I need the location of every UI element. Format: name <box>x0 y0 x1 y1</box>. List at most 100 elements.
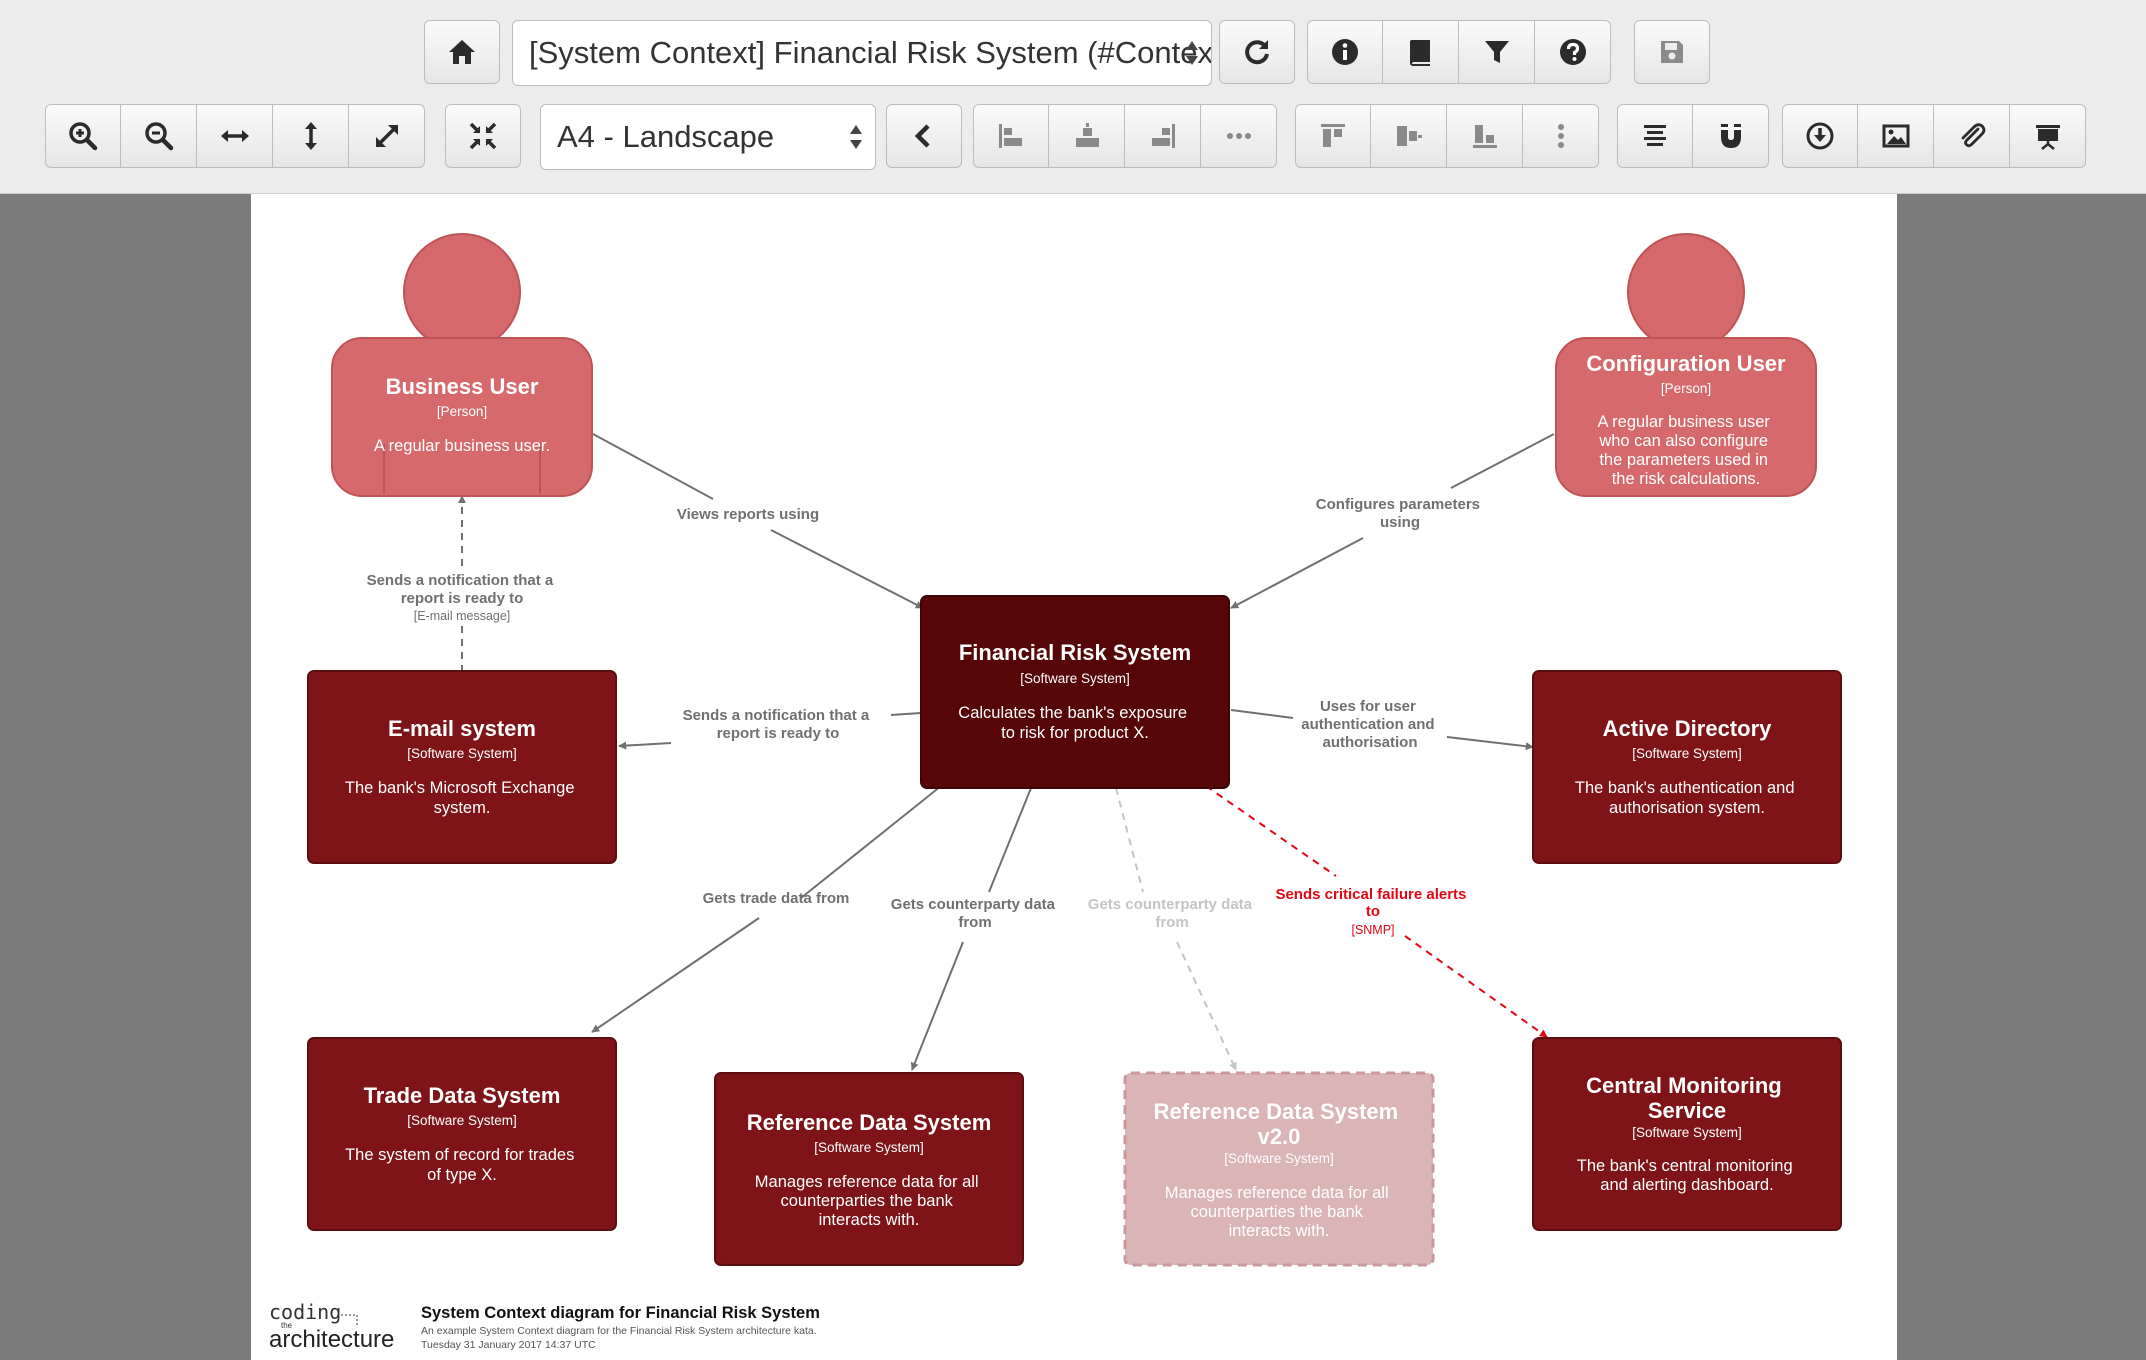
attachment-button[interactable] <box>1934 104 2010 168</box>
svg-text:coding: coding <box>269 1300 341 1324</box>
element-type: [Software System] <box>1632 746 1742 761</box>
align-middle-button[interactable] <box>1371 104 1447 168</box>
book-button[interactable] <box>1383 20 1459 84</box>
system-context-diagram: Views reports using Configures parameter… <box>269 233 1842 1353</box>
relationship-label: Sends a notification that a report is re… <box>683 707 874 742</box>
fit-width-icon <box>220 130 249 142</box>
relationship-counterparty-v2[interactable]: Gets counterparty data from <box>1088 787 1256 1070</box>
element-description: Calculates the bank's exposure to risk f… <box>958 704 1191 742</box>
element-name: Central Monitoring Service <box>1586 1073 1788 1123</box>
help-icon <box>1559 39 1586 65</box>
element-description: The bank's authentication and authorisat… <box>1575 779 1799 817</box>
relationship-label: Gets counterparty data from <box>1088 896 1256 931</box>
zoom-out-icon <box>144 122 173 151</box>
fit-icon <box>469 122 497 150</box>
relationship-label: Configures parameters using <box>1316 496 1484 531</box>
info-button[interactable] <box>1307 20 1383 84</box>
relationship-uses-ad[interactable]: Uses for user authentication and authori… <box>1230 698 1533 751</box>
save-button[interactable] <box>1634 20 1710 84</box>
element-name: Configuration User <box>1586 351 1786 376</box>
book-icon <box>1409 40 1430 66</box>
relationship-notification-to-email[interactable]: Sends a notification that a report is re… <box>619 707 922 746</box>
element-central-monitoring-service[interactable]: Central Monitoring Service [Software Sys… <box>1532 1037 1842 1231</box>
element-active-directory[interactable]: Active Directory [Software System] The b… <box>1532 670 1842 864</box>
home-button[interactable] <box>424 20 500 84</box>
presentation-icon <box>2035 125 2060 150</box>
fit-button[interactable] <box>445 104 521 168</box>
svg-text:the: the <box>281 1321 293 1330</box>
align-right-button[interactable] <box>1125 104 1201 168</box>
relationship-views-reports[interactable]: Views reports using <box>592 433 923 608</box>
diagram-description: An example System Context diagram for th… <box>421 1325 817 1337</box>
element-trade-data-system[interactable]: Trade Data System [Software System] The … <box>307 1037 617 1231</box>
align-bottom-button[interactable] <box>1447 104 1523 168</box>
element-type: [Software System] <box>407 746 517 761</box>
relationship-configures[interactable]: Configures parameters using <box>1231 433 1555 608</box>
image-button[interactable] <box>1858 104 1934 168</box>
diagram-sheet: Views reports using Configures parameter… <box>251 194 1897 1360</box>
view-selector-value: [System Context] Financial Risk System (… <box>529 35 1212 70</box>
element-description: A regular business user who can also con… <box>1597 413 1774 488</box>
select-arrows-icon <box>850 125 862 149</box>
element-name: Active Directory <box>1603 716 1773 741</box>
element-name: Business User <box>386 374 539 399</box>
presentation-button[interactable] <box>2010 104 2086 168</box>
element-email-system[interactable]: E-mail system [Software System] The bank… <box>307 670 617 864</box>
relationship-notification-to-user[interactable]: Sends a notification that a report is re… <box>367 496 558 672</box>
element-name: Trade Data System <box>364 1083 561 1108</box>
element-type: [Software System] <box>814 1140 924 1155</box>
diagram-footer: coding the architecture System Context d… <box>269 1300 820 1353</box>
filter-icon <box>1484 41 1509 63</box>
person-head <box>1627 233 1745 351</box>
element-type: [Software System] <box>407 1113 517 1128</box>
relationship-alerts[interactable]: Sends critical failure alerts to [SNMP] <box>1205 785 1547 1037</box>
align-bottom-icon <box>1472 125 1497 148</box>
element-description: The system of record for trades of type … <box>345 1146 579 1184</box>
download-button[interactable] <box>1782 104 1858 168</box>
paper-size-value: A4 - Landscape <box>557 119 775 154</box>
align-left-icon <box>999 124 1022 148</box>
filter-button[interactable] <box>1459 20 1535 84</box>
help-button[interactable] <box>1535 20 1611 84</box>
paper-size-selector[interactable]: A4 - Landscape <box>540 104 876 170</box>
element-name: Financial Risk System <box>959 640 1191 665</box>
relationship-label: Gets trade data from <box>703 890 850 907</box>
fit-height-button[interactable] <box>273 104 349 168</box>
element-name: Reference Data System <box>747 1110 992 1135</box>
element-reference-data-system-v2[interactable]: Reference Data System v2.0 [Software Sys… <box>1123 1071 1435 1267</box>
chevron-left-icon <box>914 124 930 148</box>
relationship-counterparty[interactable]: Gets counterparty data from <box>891 787 1059 1070</box>
previous-button[interactable] <box>886 104 962 168</box>
more-horizontal-button[interactable] <box>1201 104 1277 168</box>
element-description: The bank's Microsoft Exchange system. <box>345 779 579 817</box>
element-type: [Software System] <box>1224 1151 1334 1166</box>
element-type: [Software System] <box>1020 671 1130 686</box>
magnet-button[interactable] <box>1693 104 1769 168</box>
relationship-trade-data[interactable]: Gets trade data from <box>592 785 942 1032</box>
align-center-icon <box>1075 123 1099 147</box>
expand-button[interactable] <box>349 104 425 168</box>
fit-width-button[interactable] <box>197 104 273 168</box>
align-center-button[interactable] <box>1049 104 1125 168</box>
align-middle-icon <box>1396 126 1422 146</box>
person-body <box>331 337 593 497</box>
element-configuration-user[interactable]: Configuration User [Person] A regular bu… <box>1555 233 1817 497</box>
more-vertical-button[interactable] <box>1523 104 1599 168</box>
refresh-button[interactable] <box>1219 20 1295 84</box>
element-reference-data-system[interactable]: Reference Data System [Software System] … <box>714 1072 1024 1266</box>
element-type: [Person] <box>1661 381 1711 396</box>
diagram-timestamp: Tuesday 31 January 2017 14:37 UTC <box>421 1339 596 1351</box>
distribute-button[interactable] <box>1617 104 1693 168</box>
align-left-button[interactable] <box>973 104 1049 168</box>
align-top-button[interactable] <box>1295 104 1371 168</box>
element-financial-risk-system[interactable]: Financial Risk System [Software System] … <box>920 595 1230 789</box>
view-selector[interactable]: [System Context] Financial Risk System (… <box>512 20 1212 86</box>
element-business-user[interactable]: Business User [Person] A regular busines… <box>331 233 593 497</box>
element-description: Manages reference data for all counterpa… <box>755 1173 983 1229</box>
person-body <box>1555 337 1817 497</box>
zoom-in-button[interactable] <box>45 104 121 168</box>
coding-the-architecture-logo: coding the architecture <box>269 1300 394 1353</box>
expand-icon <box>375 125 398 147</box>
zoom-out-button[interactable] <box>121 104 197 168</box>
info-icon <box>1332 39 1358 65</box>
